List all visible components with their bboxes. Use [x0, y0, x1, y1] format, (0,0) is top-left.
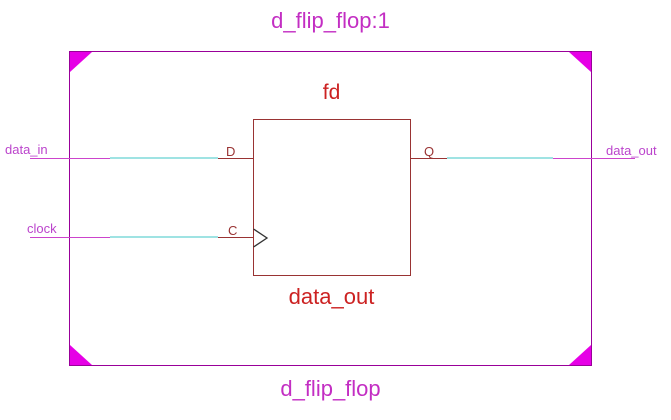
port-label-clock[interactable]: clock	[27, 221, 57, 236]
module-boundary-box	[69, 51, 592, 366]
net-data-in-port-segment[interactable]	[30, 158, 110, 159]
corner-marker-top-right-icon	[569, 52, 591, 72]
pin-label-c: C	[228, 223, 238, 238]
net-data-in-pin-stub[interactable]	[218, 158, 253, 159]
corner-marker-bottom-left-icon	[70, 345, 92, 365]
fd-instance-label: fd	[322, 81, 341, 104]
corner-marker-bottom-right-icon	[569, 345, 591, 365]
net-clock-wire-segment[interactable]	[110, 236, 218, 238]
pin-label-d: D	[226, 144, 236, 159]
port-label-data-in[interactable]: data_in	[5, 142, 48, 157]
net-data-out-wire-segment[interactable]	[447, 157, 553, 159]
module-name-title: d_flip_flop	[280, 376, 381, 401]
module-instance-title: d_flip_flop:1	[271, 8, 390, 33]
corner-marker-top-left-icon	[70, 52, 92, 72]
port-label-data-out[interactable]: data_out	[606, 143, 657, 158]
clock-chevron-icon	[253, 228, 269, 248]
net-data-out-pin-stub[interactable]	[410, 158, 447, 159]
net-clock-pin-stub[interactable]	[218, 237, 253, 238]
net-clock-port-segment[interactable]	[30, 237, 110, 238]
net-data-in-wire-segment[interactable]	[110, 157, 218, 159]
component-output-name-label: data_out	[288, 284, 375, 309]
fd-component-box[interactable]	[253, 119, 411, 276]
net-data-out-port-segment[interactable]	[553, 158, 635, 159]
pin-label-q: Q	[424, 144, 435, 159]
